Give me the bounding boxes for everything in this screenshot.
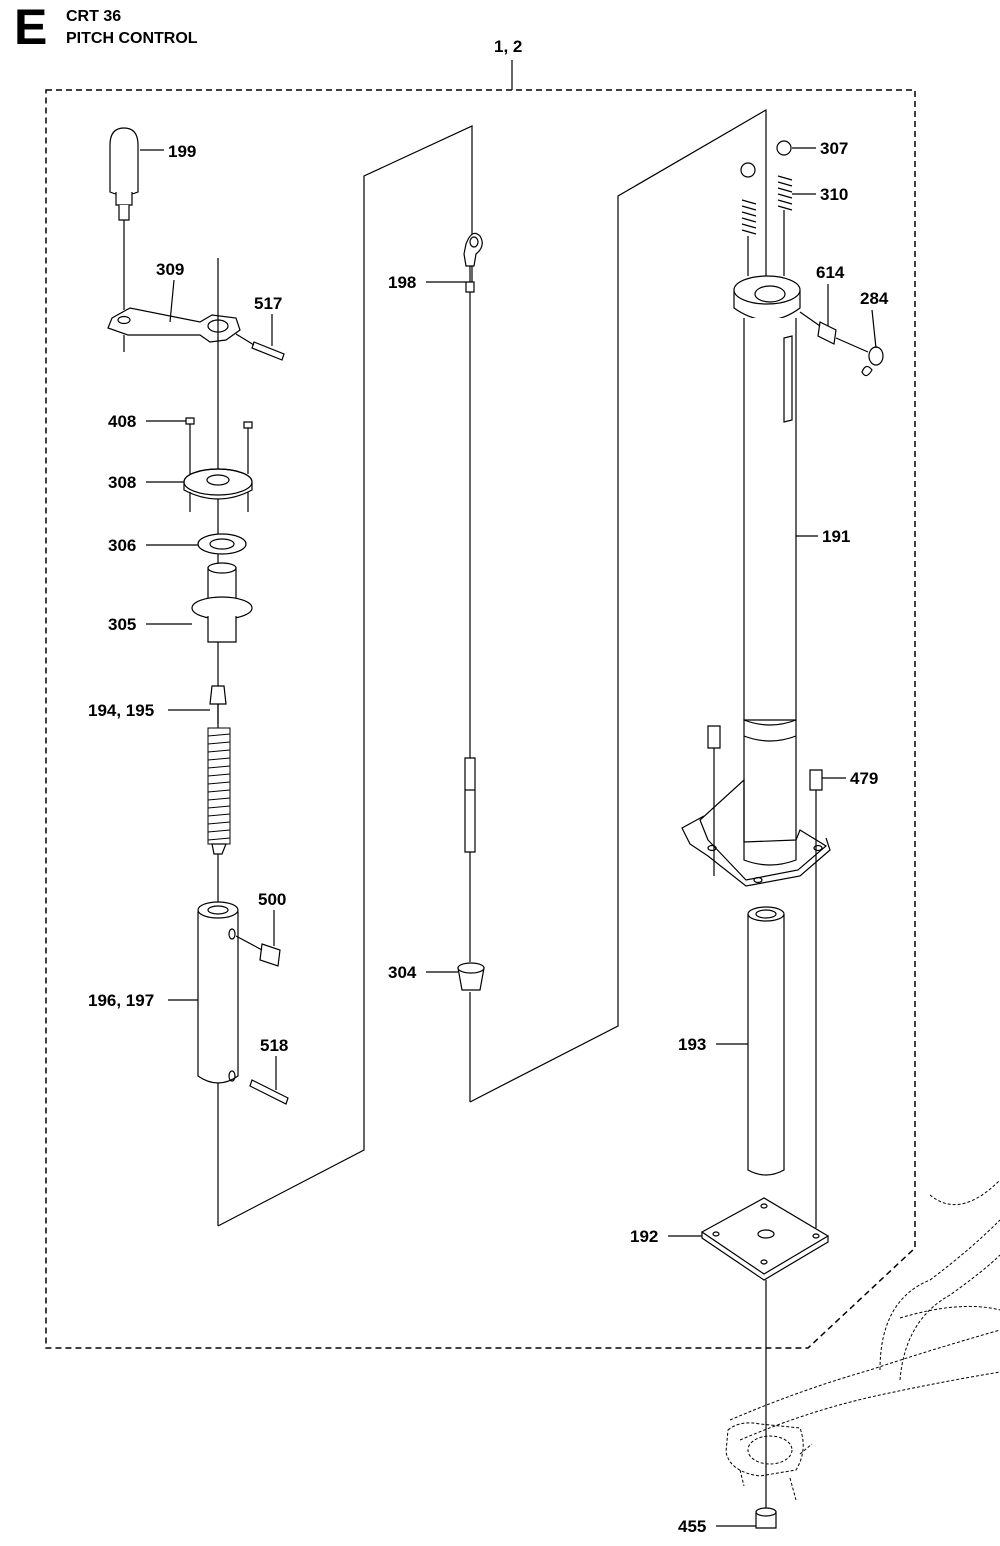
callout-305: 305 <box>108 615 136 634</box>
callout-479: 479 <box>850 769 878 788</box>
callout-191: 191 <box>822 527 850 546</box>
callout-196-197: 196, 197 <box>88 991 154 1010</box>
callout-199: 199 <box>168 142 196 161</box>
callout-310: 310 <box>820 185 848 204</box>
left-assembly <box>107 125 473 1227</box>
callout-307: 307 <box>820 139 848 158</box>
model-name: CRT 36 <box>66 8 122 25</box>
callout-306: 306 <box>108 536 136 555</box>
callout-309: 309 <box>156 260 184 279</box>
assembly-border <box>45 89 916 1349</box>
leader-lines <box>140 147 877 1527</box>
cable-assembly <box>457 108 767 1103</box>
section-letter: E <box>14 0 48 55</box>
callout-517: 517 <box>254 294 282 313</box>
callout-192: 192 <box>630 1227 658 1246</box>
callout-500: 500 <box>258 890 286 909</box>
page-title: PITCH CONTROL <box>66 30 198 47</box>
column-assembly <box>681 140 884 1529</box>
callout-408: 408 <box>108 412 136 431</box>
callout-284: 284 <box>860 289 889 308</box>
callout-614: 614 <box>816 263 845 282</box>
callout-assembly: 1, 2 <box>494 37 522 56</box>
callout-455: 455 <box>678 1517 706 1536</box>
callout-308: 308 <box>108 473 136 492</box>
callout-518: 518 <box>260 1036 288 1055</box>
machine-frame <box>725 1179 1000 1501</box>
callout-304: 304 <box>388 963 417 982</box>
callout-198: 198 <box>388 273 416 292</box>
callout-193: 193 <box>678 1035 706 1054</box>
callout-194-195: 194, 195 <box>88 701 154 720</box>
